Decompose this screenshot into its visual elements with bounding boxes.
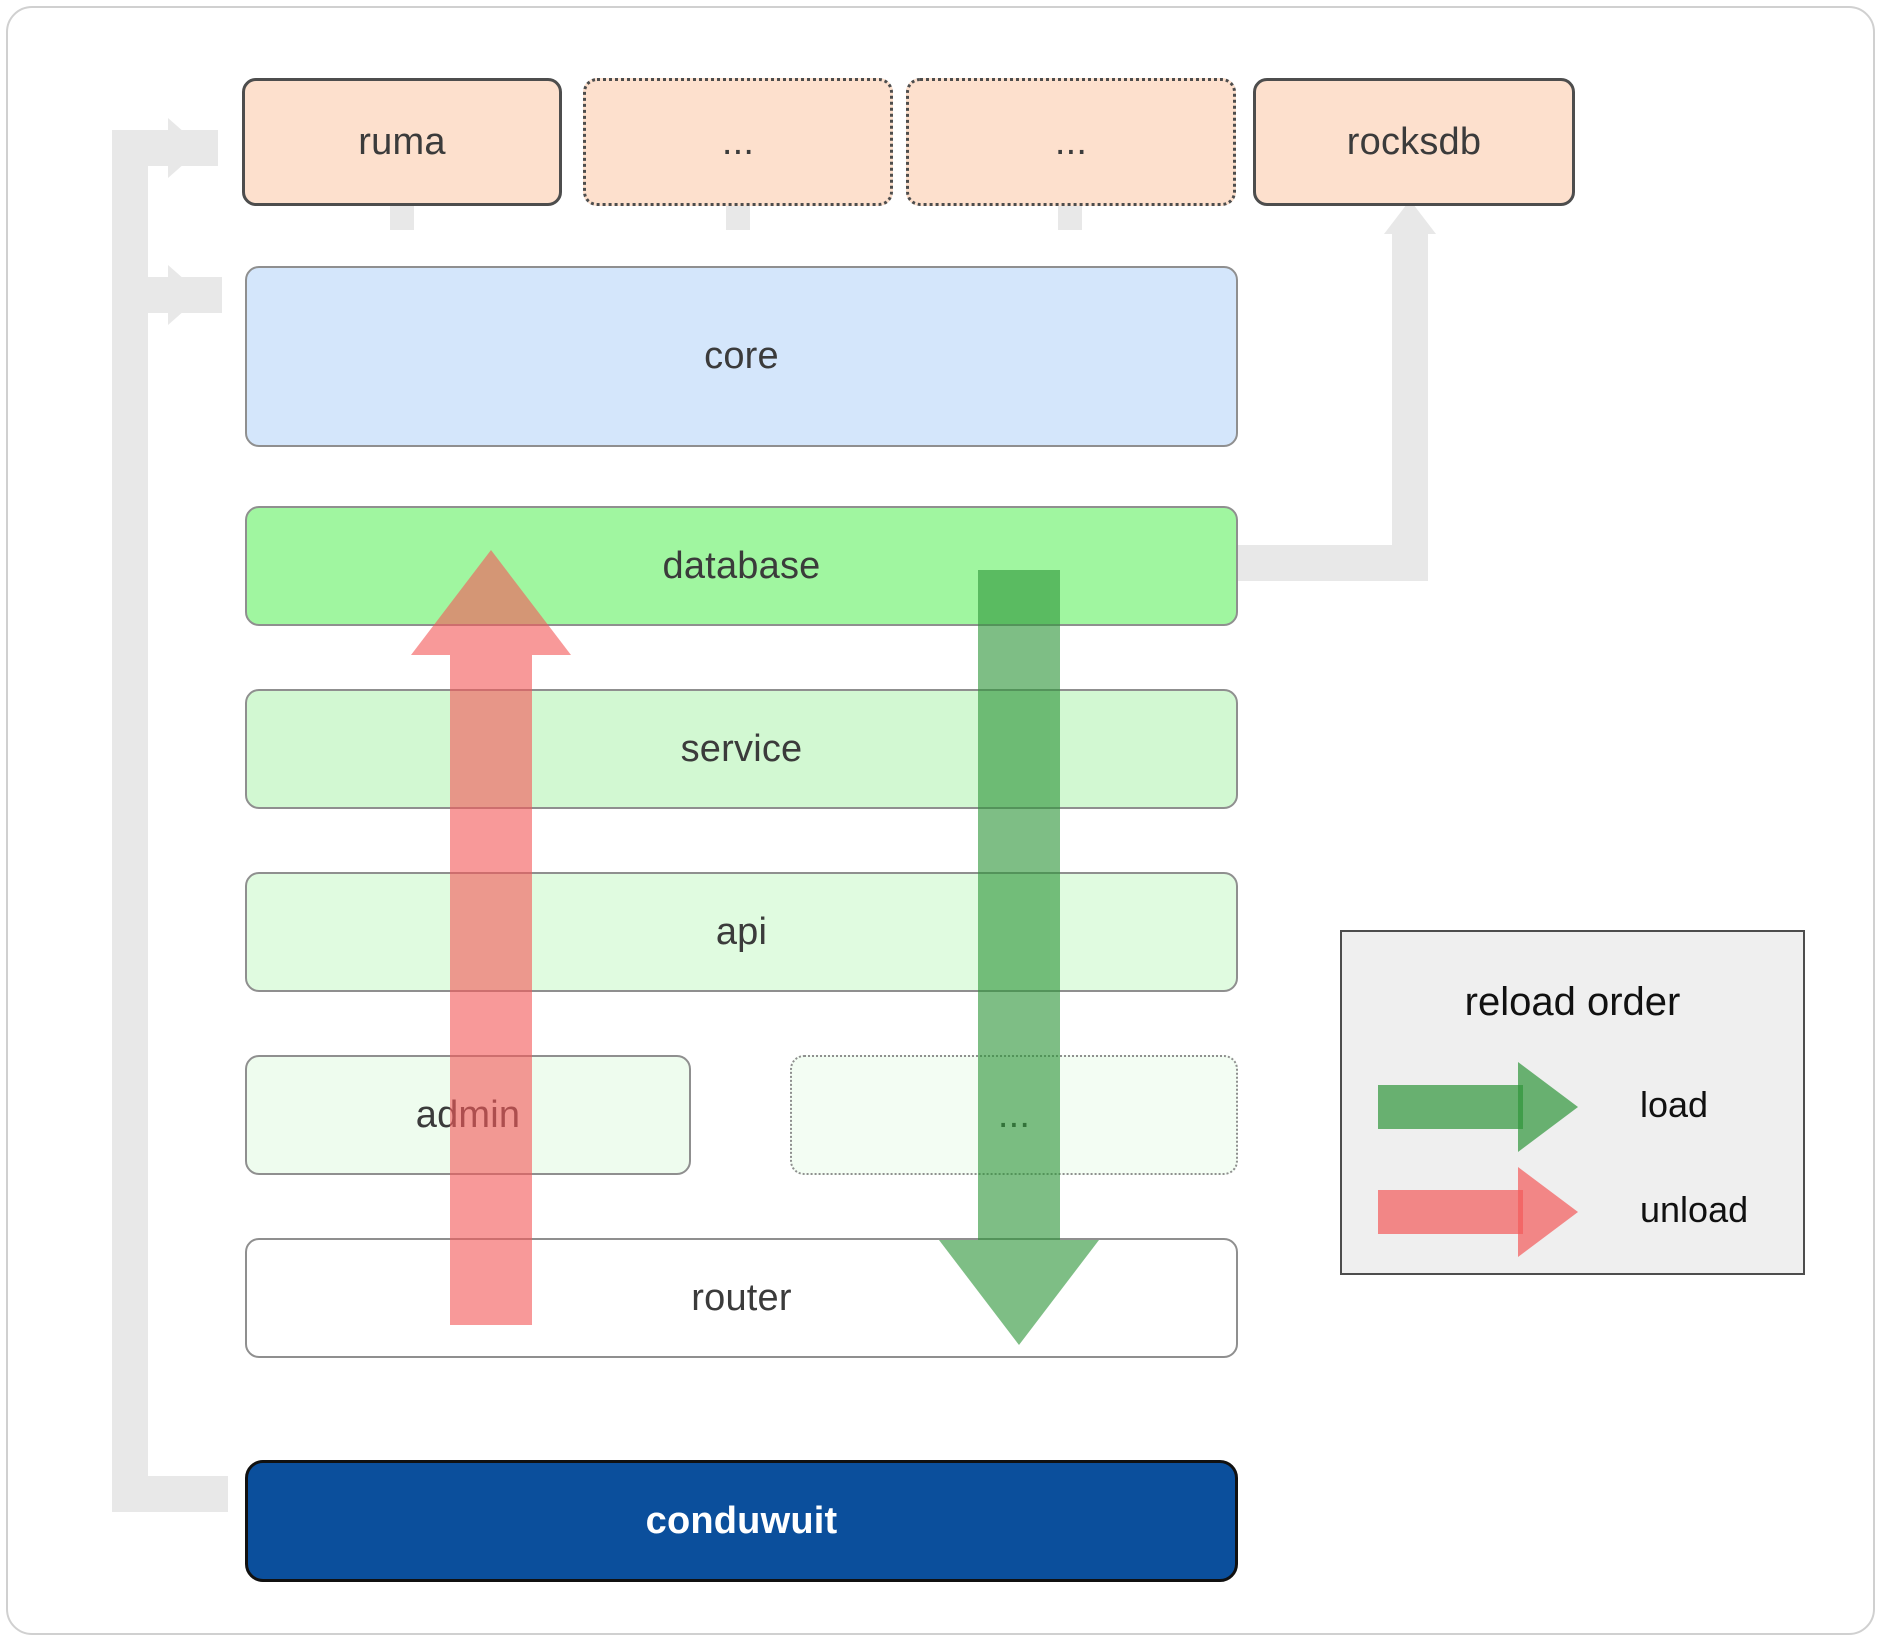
- dependency-box-ruma[interactable]: ruma: [242, 78, 562, 206]
- layer-box-service[interactable]: service: [245, 689, 1238, 809]
- legend-unload-label: unload: [1640, 1189, 1749, 1230]
- legend-row-unload: unload: [1342, 1167, 1803, 1257]
- connector-to-core-horizontal: [112, 277, 222, 313]
- dependency-label: rocksdb: [1346, 120, 1482, 163]
- layer-box-api[interactable]: api: [245, 872, 1238, 992]
- dependency-label: ruma: [358, 120, 446, 163]
- load-arrow-head: [939, 1240, 1099, 1345]
- connector-to-ruma-horizontal: [112, 130, 218, 166]
- connector-left-vertical-rail: [112, 130, 148, 1512]
- dependency-box-dots-2[interactable]: ...: [906, 78, 1236, 206]
- connector-database-to-rocksdb-vertical: [1392, 232, 1428, 581]
- layer-label: core: [704, 335, 779, 377]
- legend-title: reload order: [1464, 980, 1681, 1024]
- legend-row-load: load: [1342, 1062, 1803, 1152]
- legend-unload-arrow-head: [1518, 1167, 1578, 1257]
- connector-to-core-arrowhead: [168, 265, 202, 325]
- layer-label: service: [680, 727, 803, 770]
- dependency-label: ...: [1054, 120, 1088, 163]
- layer-label: router: [691, 1276, 792, 1319]
- load-arrow-shaft: [978, 570, 1060, 1240]
- legend-load-arrow-shaft: [1378, 1085, 1523, 1129]
- legend-unload-arrow-shaft: [1378, 1190, 1523, 1234]
- layer-label: api: [715, 910, 768, 953]
- legend-panel: reload order load unload: [1340, 930, 1805, 1275]
- connector-to-conduwuit-horizontal: [112, 1476, 228, 1512]
- legend-load-arrow-head: [1518, 1062, 1578, 1152]
- main-label: conduwuit: [645, 1499, 838, 1542]
- dependency-label: ...: [721, 120, 755, 163]
- dependency-box-rocksdb[interactable]: rocksdb: [1253, 78, 1575, 206]
- diagram-frame: [6, 6, 1875, 1635]
- layer-label: database: [662, 544, 821, 587]
- main-box-conduwuit[interactable]: conduwuit: [245, 1460, 1238, 1582]
- unload-arrow-head: [411, 550, 571, 655]
- connector-to-ruma-arrowhead: [168, 118, 202, 178]
- connector-database-to-rocksdb-horizontal: [1228, 545, 1408, 581]
- legend-load-label: load: [1640, 1084, 1709, 1125]
- dependency-box-dots-1[interactable]: ...: [583, 78, 893, 206]
- unload-arrow-shaft: [450, 655, 532, 1325]
- layer-box-database[interactable]: database: [245, 506, 1238, 626]
- layer-box-core[interactable]: core: [245, 266, 1238, 447]
